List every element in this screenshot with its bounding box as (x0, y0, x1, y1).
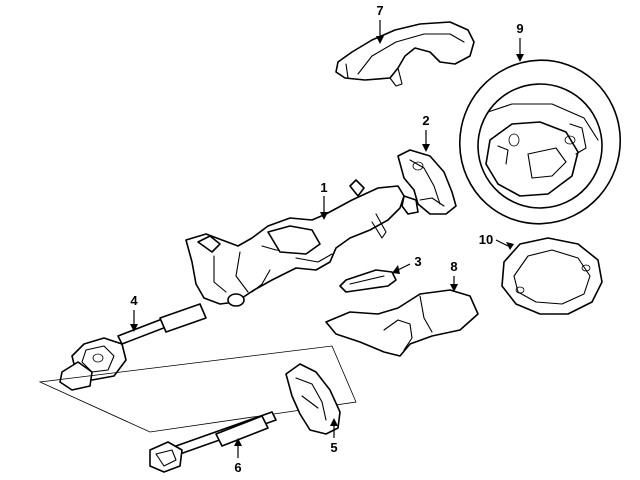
part-intermediate-shaft (59, 303, 207, 391)
leader-lines (130, 20, 524, 458)
callout-2: 2 (422, 113, 429, 128)
callout-5: 5 (330, 440, 337, 455)
part-upper-shroud (335, 21, 475, 87)
reference-outline (38, 345, 357, 433)
callout-4: 4 (130, 293, 138, 308)
callout-7: 7 (376, 3, 383, 18)
callout-8: 8 (450, 259, 457, 274)
part-tilt-lever (339, 269, 397, 293)
part-steering-wheel (458, 59, 622, 225)
part-boot-seal (285, 363, 341, 435)
callout-6: 6 (234, 460, 241, 475)
part-lower-shroud (325, 289, 479, 357)
callout-10: 10 (479, 232, 493, 247)
callout-9: 9 (516, 21, 523, 36)
callout-3: 3 (414, 254, 421, 269)
part-lock-housing (397, 149, 457, 215)
part-airbag-module (501, 237, 603, 315)
part-steering-column (185, 179, 405, 307)
part-lower-shaft (149, 411, 277, 473)
callout-1: 1 (320, 180, 327, 195)
callout-labels: 7 9 2 1 3 8 10 4 5 6 (130, 3, 523, 475)
